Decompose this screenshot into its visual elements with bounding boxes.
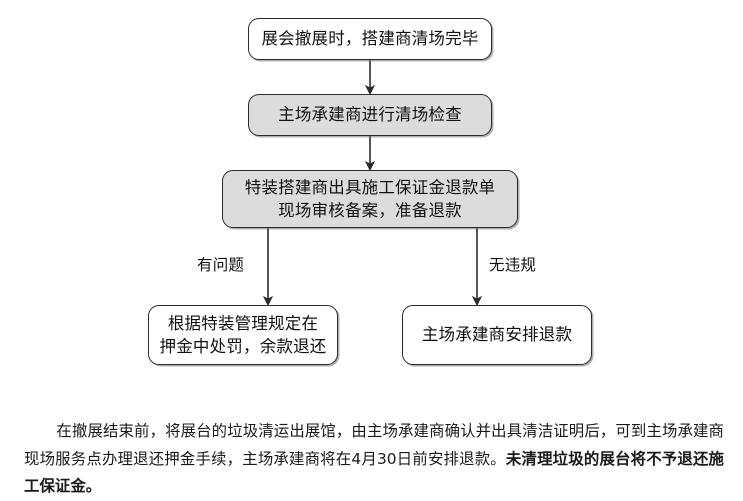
edge-label-has-problem: 有问题	[197, 256, 245, 274]
flow-node-issue-label: 特装搭建商出具施工保证金退款单 现场审核备案，准备退款	[244, 177, 496, 220]
flow-node-refund-label: 主场承建商安排退款	[421, 325, 573, 345]
flow-node-penalty[interactable]: 根据特装管理规定在 押金中处罚，余款退还	[148, 305, 338, 365]
flow-node-check[interactable]: 主场承建商进行清场检查	[248, 94, 492, 136]
page-root: 展会撤展时，搭建商清场完毕 主场承建商进行清场检查 特装搭建商出具施工保证金退款…	[24, 18, 724, 495]
note-text-normal: 在撤展结束前，将展台的垃圾清运出展馆，由主场承建商确认并出具清洁证明后，可到主场…	[24, 422, 724, 468]
flowchart: 展会撤展时，搭建商清场完毕 主场承建商进行清场检查 特装搭建商出具施工保证金退款…	[148, 18, 592, 365]
flow-node-penalty-label: 根据特装管理规定在 押金中处罚，余款退还	[159, 313, 327, 356]
edge-label-no-violation: 无违规	[489, 256, 537, 274]
flow-node-start[interactable]: 展会撤展时，搭建商清场完毕	[248, 18, 492, 60]
flow-node-check-label: 主场承建商进行清场检查	[278, 105, 462, 125]
flow-node-issue[interactable]: 特装搭建商出具施工保证金退款单 现场审核备案，准备退款	[222, 170, 518, 228]
note-paragraph: 在撤展结束前，将展台的垃圾清运出展馆，由主场承建商确认并出具清洁证明后，可到主场…	[24, 418, 724, 500]
flowchart-connectors	[262, 60, 483, 307]
flow-node-start-label: 展会撤展时，搭建商清场完毕	[261, 29, 479, 49]
flow-node-refund[interactable]: 主场承建商安排退款	[402, 305, 592, 365]
